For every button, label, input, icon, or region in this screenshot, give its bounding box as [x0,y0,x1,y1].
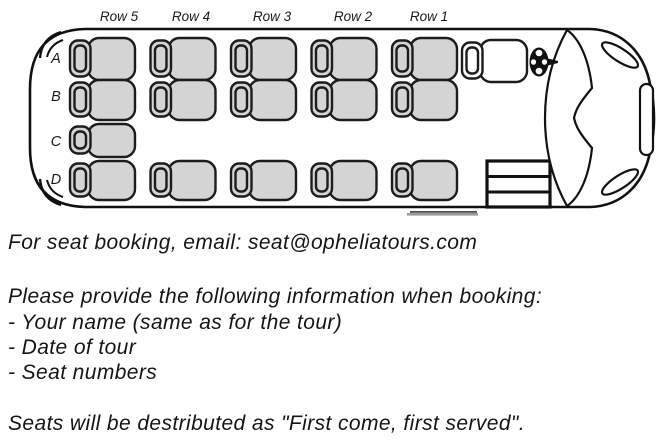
seat-letter-c: C [51,134,62,150]
booking-email-line: For seat booking, email: seat@opheliatou… [8,231,478,254]
row-label-4: Row 4 [172,9,210,24]
row-label-5: Row 5 [100,9,139,24]
seat-row-3-b [229,78,298,122]
row-labels: Row 5 Row 4 Row 3 Row 2 Row 1 [100,9,448,24]
instruction-item-name: - Your name (same as for the tour) [8,311,343,334]
distribution-note: Seats will be destributed as "First come… [8,412,525,435]
row-label-2: Row 2 [334,9,373,24]
seat-row-2-d [310,159,378,202]
windshield [543,28,594,208]
seats-layer [68,36,529,202]
driver-seat [460,38,529,84]
seat-row-4-a [149,36,217,82]
seat-row-5-c [68,122,137,159]
row-label-3: Row 3 [253,9,292,24]
seat-row-4-b [149,78,217,122]
seat-row-5-b [68,78,137,122]
seat-row-5-d [68,159,137,202]
seat-row-1-d [390,159,459,202]
entry-steps [485,159,552,209]
door-marker [407,211,478,216]
seat-row-1-b [390,78,459,122]
bus-seating-diagram: Row 5 Row 4 Row 3 Row 2 Row 1 A B C D [28,9,656,216]
instruction-item-date: - Date of tour [8,336,137,359]
steering-wheel-icon [529,47,558,77]
seat-row-3-a [229,36,298,82]
seat-row-4-d [149,159,217,202]
headlight-top-icon [600,41,640,69]
instructions-heading: Please provide the following information… [8,285,543,308]
seat-row-2-a [310,36,378,82]
row-label-1: Row 1 [410,9,448,24]
instruction-item-seats: - Seat numbers [8,361,158,384]
seat-letter-d: D [51,172,61,188]
seat-row-5-a [68,36,137,82]
rear-corner-mark-bottom [38,178,64,207]
seat-letter-a: A [50,51,61,67]
seat-row-1-a [390,36,459,82]
seat-row-2-b [310,78,378,122]
front-grille [638,82,655,157]
headlight-bottom-icon [600,168,640,196]
seat-letter-b: B [51,89,61,105]
seat-letters: A B C D [50,51,62,188]
seat-row-3-d [229,159,298,202]
rear-corner-mark-top [38,30,64,59]
